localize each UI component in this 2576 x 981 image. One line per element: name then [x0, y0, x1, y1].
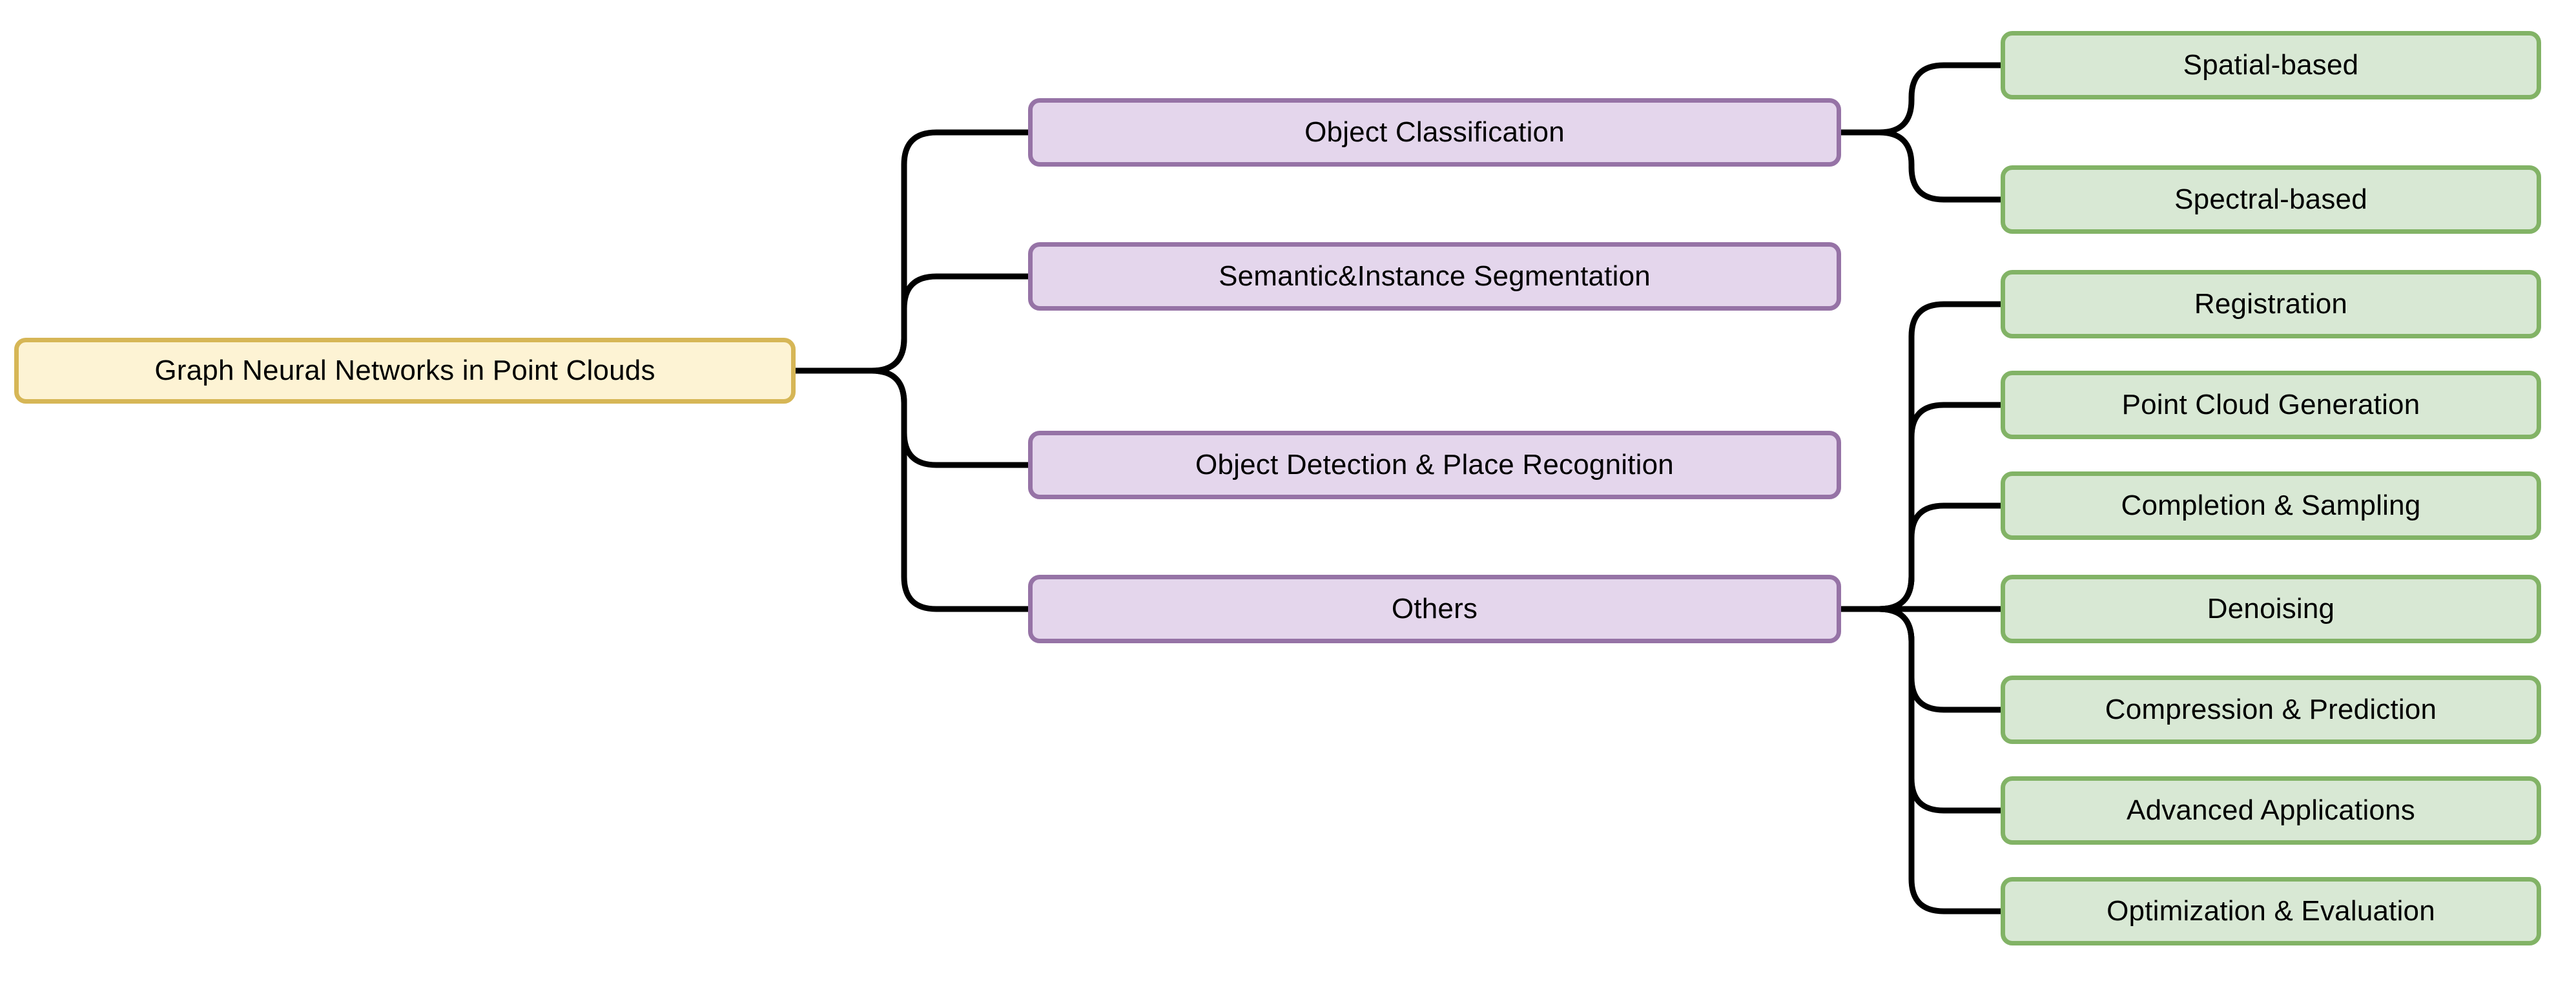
edge-others-to-completion	[1876, 502, 2004, 612]
leaf-node-label: Spectral-based	[2174, 183, 2367, 215]
leaf-node-label: Compression & Prediction	[2105, 693, 2437, 725]
leaf-node-denoising[interactable]: Denoising	[2001, 575, 2541, 643]
leaf-node-label: Completion & Sampling	[2121, 489, 2421, 521]
edge-others-to-advanced	[1876, 606, 2004, 814]
edge-root-to-detection	[869, 367, 1031, 468]
leaf-node-label: Optimization & Evaluation	[2107, 894, 2435, 927]
edge-classification-to-spatial	[1876, 62, 2004, 136]
edge-root-to-others	[869, 367, 1031, 612]
leaf-node-spatial-based[interactable]: Spatial-based	[2001, 31, 2541, 99]
branch-node-object-detection-place-recognition[interactable]: Object Detection & Place Recognition	[1028, 431, 1841, 499]
leaf-node-label: Point Cloud Generation	[2121, 388, 2420, 420]
branch-node-others[interactable]: Others	[1028, 575, 1841, 643]
leaf-node-label: Denoising	[2207, 592, 2335, 625]
edge-others-to-compression	[1876, 606, 2004, 713]
leaf-node-completion-sampling[interactable]: Completion & Sampling	[2001, 471, 2541, 540]
branch-node-semantic-instance-segmentation[interactable]: Semantic&Instance Segmentation	[1028, 242, 1841, 311]
edge-others-to-generation	[1876, 402, 2004, 612]
leaf-node-point-cloud-generation[interactable]: Point Cloud Generation	[2001, 371, 2541, 439]
root-node[interactable]: Graph Neural Networks in Point Clouds	[14, 338, 796, 404]
edge-others-to-optimization	[1876, 606, 2004, 914]
leaf-node-compression-prediction[interactable]: Compression & Prediction	[2001, 676, 2541, 744]
branch-node-label: Others	[1391, 592, 1478, 625]
leaf-node-label: Advanced Applications	[2127, 794, 2415, 826]
leaf-node-label: Spatial-based	[2183, 48, 2359, 81]
branch-node-label: Semantic&Instance Segmentation	[1219, 260, 1651, 292]
edge-root-to-segmentation	[869, 273, 1031, 374]
branch-node-object-classification[interactable]: Object Classification	[1028, 98, 1841, 167]
leaf-node-label: Registration	[2194, 287, 2348, 320]
leaf-node-optimization-evaluation[interactable]: Optimization & Evaluation	[2001, 877, 2541, 945]
leaf-node-spectral-based[interactable]: Spectral-based	[2001, 165, 2541, 234]
edge-classification-to-spectral	[1876, 129, 2004, 203]
edge-others-to-registration	[1876, 301, 2004, 612]
root-node-label: Graph Neural Networks in Point Clouds	[154, 354, 655, 386]
leaf-node-advanced-applications[interactable]: Advanced Applications	[2001, 776, 2541, 845]
edge-root-to-object-classification	[869, 129, 1031, 374]
leaf-node-registration[interactable]: Registration	[2001, 270, 2541, 338]
branch-node-label: Object Classification	[1304, 116, 1565, 148]
branch-node-label: Object Detection & Place Recognition	[1195, 448, 1674, 480]
